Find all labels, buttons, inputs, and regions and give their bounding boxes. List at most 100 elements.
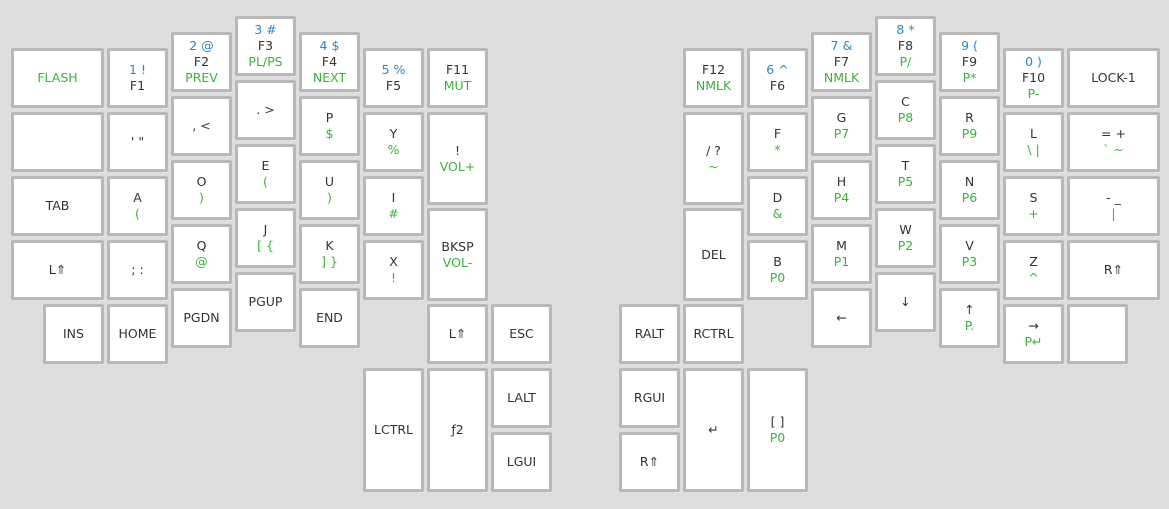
key-f6-main-label: F6 [769, 78, 786, 93]
key-equal-main-label: = + [1101, 126, 1126, 141]
key-rshift2: R⇑ [619, 432, 680, 492]
key-rshift2-main-label: R⇑ [639, 454, 660, 469]
key-rgui-main-label: RGUI [633, 390, 666, 405]
key-s: S+ [1003, 176, 1064, 236]
key-right-layer-label: P↵ [1024, 334, 1043, 349]
key-f6-shift-label: 6 ^ [766, 62, 789, 77]
key-dot-main-label: . > [256, 102, 275, 117]
key-slash-main-label: / ? [706, 142, 721, 158]
key-b-layer-label: P0 [769, 270, 786, 285]
key-f-layer-label: * [774, 142, 781, 157]
key-e-layer-label: ( [263, 174, 268, 189]
key-tab-main-label: TAB [45, 198, 70, 213]
key-r-main-label: R [965, 110, 974, 125]
key-f10-shift-label: 0 ) [1025, 54, 1042, 69]
key-q-layer-label: @ [195, 254, 208, 269]
key-lgui-main-label: LGUI [506, 454, 537, 469]
key-ins-main-label: INS [63, 326, 84, 341]
key-lctrl-main-label: LCTRL [374, 422, 413, 437]
key-a: A( [107, 176, 168, 236]
key-enter-main-label: ↵ [708, 422, 719, 437]
key-rctrl-main-label: RCTRL [693, 326, 734, 341]
key-fn2-main-label: ƒ2 [451, 422, 464, 437]
key-minus: - _| [1067, 176, 1160, 236]
key-esc: ESC [491, 304, 552, 364]
key-rshift-main-label: R⇑ [1103, 262, 1124, 277]
key-esc-main-label: ESC [509, 326, 534, 341]
key-q-main-label: Q [196, 238, 207, 253]
key-f4-shift-label: 4 $ [319, 38, 340, 53]
key-l-layer-label: \ | [1027, 142, 1040, 157]
key-u-main-label: U [324, 174, 335, 189]
key-home: HOME [107, 304, 168, 364]
key-quote-main-label: ' " [130, 134, 145, 149]
key-lshift2-main-label: L⇑ [448, 326, 467, 341]
key-o: O) [171, 160, 232, 220]
key-end-main-label: END [316, 310, 343, 325]
key-ralt-main-label: RALT [634, 326, 665, 341]
key-i-main-label: I [391, 190, 396, 205]
key-bracket-main-label: [ ] [770, 414, 785, 429]
key-rgui: RGUI [619, 368, 680, 428]
key-slash-layer-label: ~ [708, 158, 719, 174]
key-bracket: [ ]P0 [747, 368, 808, 492]
key-f10-layer-label: P- [1027, 86, 1040, 101]
key-s-layer-label: + [1028, 206, 1039, 221]
key-c-layer-label: P8 [897, 110, 914, 125]
key-d-layer-label: & [772, 206, 783, 221]
key-m-main-label: M [836, 238, 847, 253]
key-t-layer-label: P5 [897, 174, 914, 189]
key-f8-layer-label: P/ [899, 54, 912, 69]
key-z: Z^ [1003, 240, 1064, 300]
key-semi: ; : [107, 240, 168, 300]
key-end: END [299, 288, 360, 348]
key-enter: ↵ [683, 368, 744, 492]
key-right-main-label: → [1028, 318, 1039, 333]
key-f-main-label: F [773, 126, 782, 141]
key-o-main-label: O [196, 174, 207, 189]
key-f7-layer-label: NMLK [823, 70, 860, 85]
key-y-layer-label: % [387, 142, 400, 157]
key-excl-layer-label: VOL+ [439, 158, 476, 174]
key-g-main-label: G [836, 110, 847, 125]
key-i-layer-label: # [388, 206, 399, 221]
key-a-layer-label: ( [135, 206, 140, 221]
key-f4-main-label: F4 [321, 54, 338, 69]
key-n-layer-label: P6 [961, 190, 978, 205]
key-excl: !VOL+ [427, 112, 488, 205]
key-j-layer-label: [ { [257, 238, 274, 253]
key-minus-main-label: - _ [1106, 190, 1121, 205]
key-minus-layer-label: | [1111, 206, 1116, 221]
key-up-layer-label: P. [964, 318, 975, 333]
key-f3-main-label: F3 [257, 38, 274, 53]
key-f1-main-label: F1 [129, 78, 146, 93]
key-down: ↓ [875, 272, 936, 332]
key-right: →P↵ [1003, 304, 1064, 364]
key-y-main-label: Y [389, 126, 398, 141]
key-pgup-main-label: PGUP [248, 294, 283, 309]
key-n-main-label: N [964, 174, 975, 189]
key-equal: = +` ~ [1067, 112, 1160, 172]
key-g-layer-label: P7 [833, 126, 850, 141]
key-semi-main-label: ; : [131, 262, 144, 277]
key-d: D& [747, 176, 808, 236]
key-f12-layer-label: NMLK [695, 78, 732, 93]
key-blank-l [11, 112, 104, 172]
key-l-main-label: L [1030, 126, 1037, 141]
key-f10-main-label: F10 [1021, 70, 1046, 85]
key-f4-layer-label: NEXT [312, 70, 347, 85]
key-bracket-layer-label: P0 [769, 430, 786, 445]
key-lalt-main-label: LALT [507, 390, 536, 405]
key-blank-r [1067, 304, 1128, 364]
key-comma: , < [171, 96, 232, 156]
key-f8-main-label: F8 [897, 38, 914, 53]
key-u: U) [299, 160, 360, 220]
